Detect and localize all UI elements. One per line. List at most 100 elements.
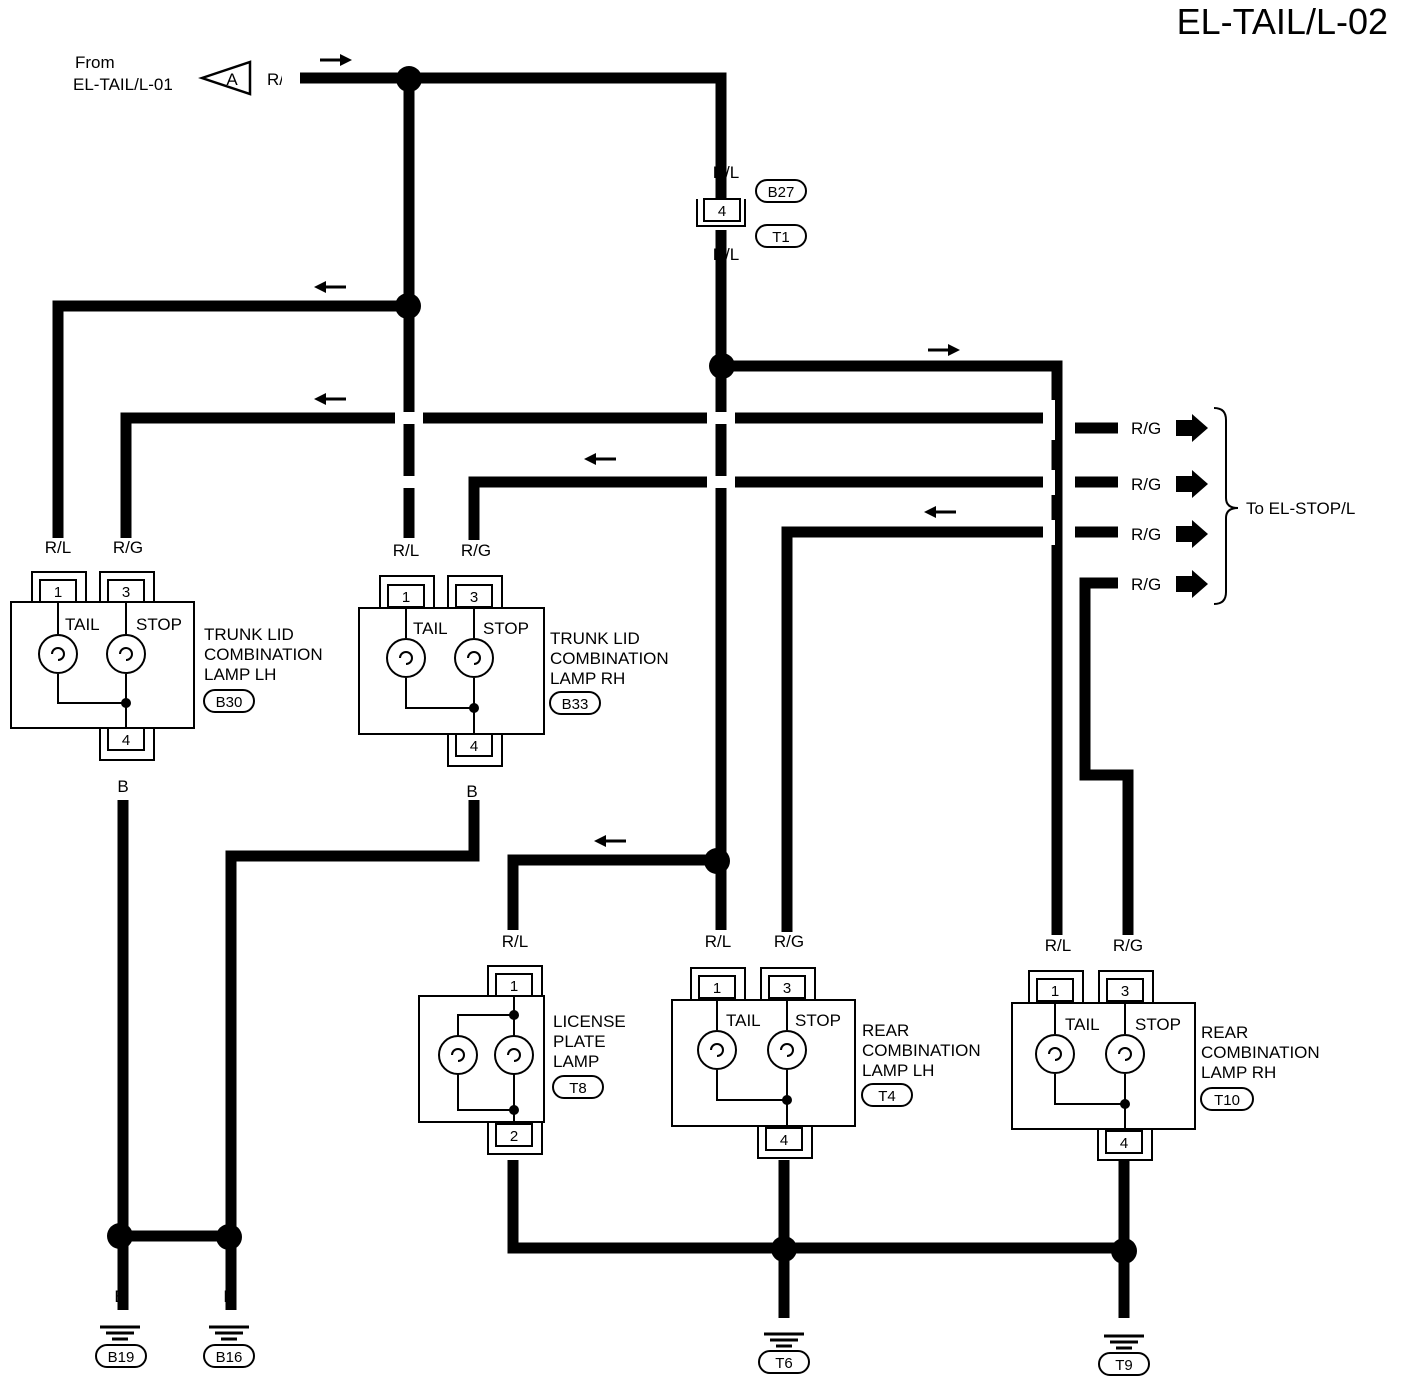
b30-bulb-tail: TAIL <box>65 615 100 634</box>
t10-pin-4: 4 <box>1120 1135 1128 1152</box>
b30-pin-4: 4 <box>122 732 130 749</box>
wire-rl-t10 <box>721 360 1063 935</box>
bulb-icon <box>106 634 146 674</box>
flow-arrows <box>314 54 960 847</box>
t8-name-line-2: PLATE <box>553 1032 606 1051</box>
arrow-right-icon <box>928 344 960 356</box>
t10-wire-rl: R/L <box>1045 936 1071 955</box>
b16-wire: B <box>223 1287 234 1306</box>
t10-id: T10 <box>1214 1092 1240 1109</box>
b30-name-line-3: LAMP LH <box>204 665 276 684</box>
b30-bulb-stop: STOP <box>136 615 182 634</box>
ground-icon <box>1104 1334 1144 1350</box>
bulb-icon <box>1035 1034 1075 1074</box>
output-arrow-icon <box>1176 470 1208 498</box>
wire-breaks <box>282 70 1055 545</box>
t8-wire-rl: R/L <box>502 932 528 951</box>
b30-pin-1: 1 <box>54 584 62 601</box>
wire-rl-b30 <box>52 300 409 538</box>
t4-id: T4 <box>878 1088 896 1105</box>
t8-name-line-1: LICENSE <box>553 1012 626 1031</box>
t4-wire-rl: R/L <box>705 932 731 951</box>
b30-pin-3: 3 <box>122 584 130 601</box>
junctions <box>107 66 1137 1264</box>
t8-id: T8 <box>569 1080 587 1097</box>
t6-wire: B <box>778 1295 789 1314</box>
t4-bulb-tail: TAIL <box>726 1011 761 1030</box>
b30-wire-rg: R/G <box>113 538 143 557</box>
bulb-icon <box>697 1030 737 1070</box>
arrow-left-icon <box>924 506 956 518</box>
ground-icon <box>764 1332 804 1348</box>
t10-pin-1: 1 <box>1051 983 1059 1000</box>
junction-dot <box>771 1236 797 1262</box>
output-wire-label: R/G <box>1131 475 1161 494</box>
t4-wire-rg: R/G <box>774 932 804 951</box>
bulb-icon <box>1105 1034 1145 1074</box>
t9-id: T9 <box>1115 1357 1133 1374</box>
ground-b16: B B16 <box>203 1287 255 1368</box>
junction-dot <box>107 1223 133 1249</box>
t4-name-line-2: COMBINATION <box>862 1041 981 1060</box>
wire-b-t8 <box>507 1160 1124 1254</box>
junction-dot <box>1111 1238 1137 1264</box>
t10-pin-3: 3 <box>1121 983 1129 1000</box>
t10-wire-rg: R/G <box>1113 936 1143 955</box>
junction-dot <box>216 1224 242 1250</box>
t8-name-line-3: LAMP <box>553 1052 599 1071</box>
ground-icon <box>100 1325 140 1341</box>
wire-b-b33 <box>225 800 480 1310</box>
wire-rg-out-4 <box>1079 577 1134 935</box>
junction-dot <box>709 353 735 379</box>
t9-wire: B <box>1118 1297 1129 1316</box>
t10-name-line-1: REAR <box>1201 1023 1248 1042</box>
wire-rl-t8 <box>507 854 718 930</box>
arrow-right-icon <box>320 54 352 66</box>
b33-id: B33 <box>562 696 589 713</box>
t4-bulb-stop: STOP <box>795 1011 841 1030</box>
output-arrow-icon <box>1176 520 1208 548</box>
ground-t9: B T9 <box>1098 1297 1150 1376</box>
junction-dot <box>704 848 730 874</box>
t10-wire-b: B <box>1117 1176 1128 1195</box>
t10-name-line-3: LAMP RH <box>1201 1063 1276 1082</box>
bulb-icon <box>494 1035 534 1075</box>
ground-b19: B B19 <box>95 1287 147 1368</box>
joint-connector: R/L 4 B27 T1 R/L <box>696 163 807 264</box>
b33-name-line-3: LAMP RH <box>550 669 625 688</box>
ground-t6: B T6 <box>758 1295 810 1374</box>
output-wire-label: R/G <box>1131 575 1161 594</box>
output-arrow-icon <box>1176 414 1208 442</box>
b19-wire: B <box>114 1287 125 1306</box>
b33-bulb-stop: STOP <box>483 619 529 638</box>
joint-id-t1: T1 <box>772 229 790 246</box>
b33-bulb-tail: TAIL <box>413 619 448 638</box>
b30-wire-b: B <box>117 777 128 796</box>
b33-name-line-1: TRUNK LID <box>550 629 640 648</box>
wire-rl-supply <box>300 72 727 200</box>
wires <box>52 72 1134 1318</box>
source-from-label: From <box>75 53 115 72</box>
output-brace <box>1213 407 1239 605</box>
t6-id: T6 <box>775 1355 793 1372</box>
output-wire-label: R/G <box>1131 419 1161 438</box>
wire-rg-out-1 <box>120 412 1048 538</box>
output-arrow-icon <box>1176 570 1208 598</box>
arrow-left-icon <box>314 281 346 293</box>
junction-dot <box>395 293 421 319</box>
t4-pin-1: 1 <box>713 980 721 997</box>
outputs: R/G R/G R/G R/G To EL-STOP/L <box>1131 407 1355 605</box>
t4-pin-3: 3 <box>783 980 791 997</box>
arrow-left-icon <box>314 393 346 405</box>
t10-name-line-2: COMBINATION <box>1201 1043 1320 1062</box>
arrow-left-icon <box>584 453 616 465</box>
bulb-icon <box>438 1035 478 1075</box>
b33-wire-rg: R/G <box>461 541 491 560</box>
bulb-icon <box>767 1030 807 1070</box>
arrow-left-icon <box>594 835 626 847</box>
b33-pin-1: 1 <box>402 589 410 606</box>
output-destination-label: To EL-STOP/L <box>1246 499 1355 518</box>
joint-pin: 4 <box>718 203 726 220</box>
lamp-t8: R/L 1 2 B LICENSE PLATE LAMP T8 <box>418 932 626 1190</box>
